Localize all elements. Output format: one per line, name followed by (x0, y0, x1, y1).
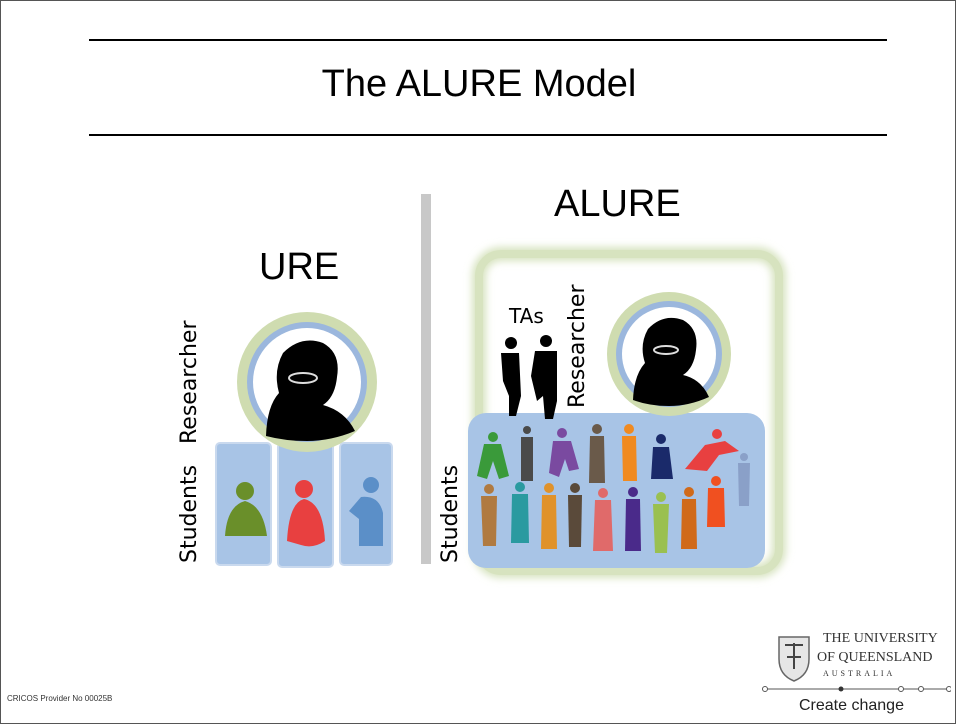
alure-heading: ALURE (554, 183, 681, 225)
cricos-footer: CRICOS Provider No 00025B (7, 694, 113, 703)
ure-students-label: Students (177, 464, 202, 563)
alure-frame (472, 247, 786, 578)
ta-silhouettes (501, 335, 557, 419)
alure-researcher-silhouette (633, 317, 709, 406)
uq-name-line2: OF QUEENSLAND (817, 650, 933, 665)
ure-researcher-label: Researcher (177, 320, 202, 445)
ure-researcher-silhouette (266, 340, 355, 441)
title-rule-bottom (89, 134, 887, 136)
ure-heading: URE (259, 246, 340, 288)
ure-researcher-ring (237, 312, 377, 452)
alure-student-panel (468, 413, 765, 568)
alure-student-figures (477, 424, 750, 553)
title-rule-top (89, 39, 887, 41)
uq-name-line1: THE UNIVERSITY (823, 631, 938, 646)
uq-name-line3: AUSTRALIA (823, 669, 896, 678)
ta-figure-2 (531, 335, 557, 419)
alure-students-label: Students (438, 464, 463, 563)
uq-tagline: Create change (799, 697, 904, 714)
alure-researcher-ring (607, 292, 731, 416)
alure-glasses-icon (653, 345, 679, 355)
ta-figure-1 (501, 337, 521, 416)
ure-student-figure-3 (349, 477, 383, 546)
tas-label: TAs (509, 304, 544, 328)
ure-glasses-icon (288, 372, 318, 384)
ure-student-tiles (215, 442, 393, 568)
ure-student-figure-1 (225, 482, 267, 536)
uq-crest-icon (762, 636, 951, 692)
ure-student-figure-2 (287, 480, 325, 547)
slide-title: The ALURE Model (321, 63, 637, 105)
uq-logo: THE UNIVERSITY OF QUEENSLAND AUSTRALIA C… (761, 627, 951, 719)
section-divider (421, 194, 431, 564)
alure-researcher-label: Researcher (565, 284, 590, 409)
